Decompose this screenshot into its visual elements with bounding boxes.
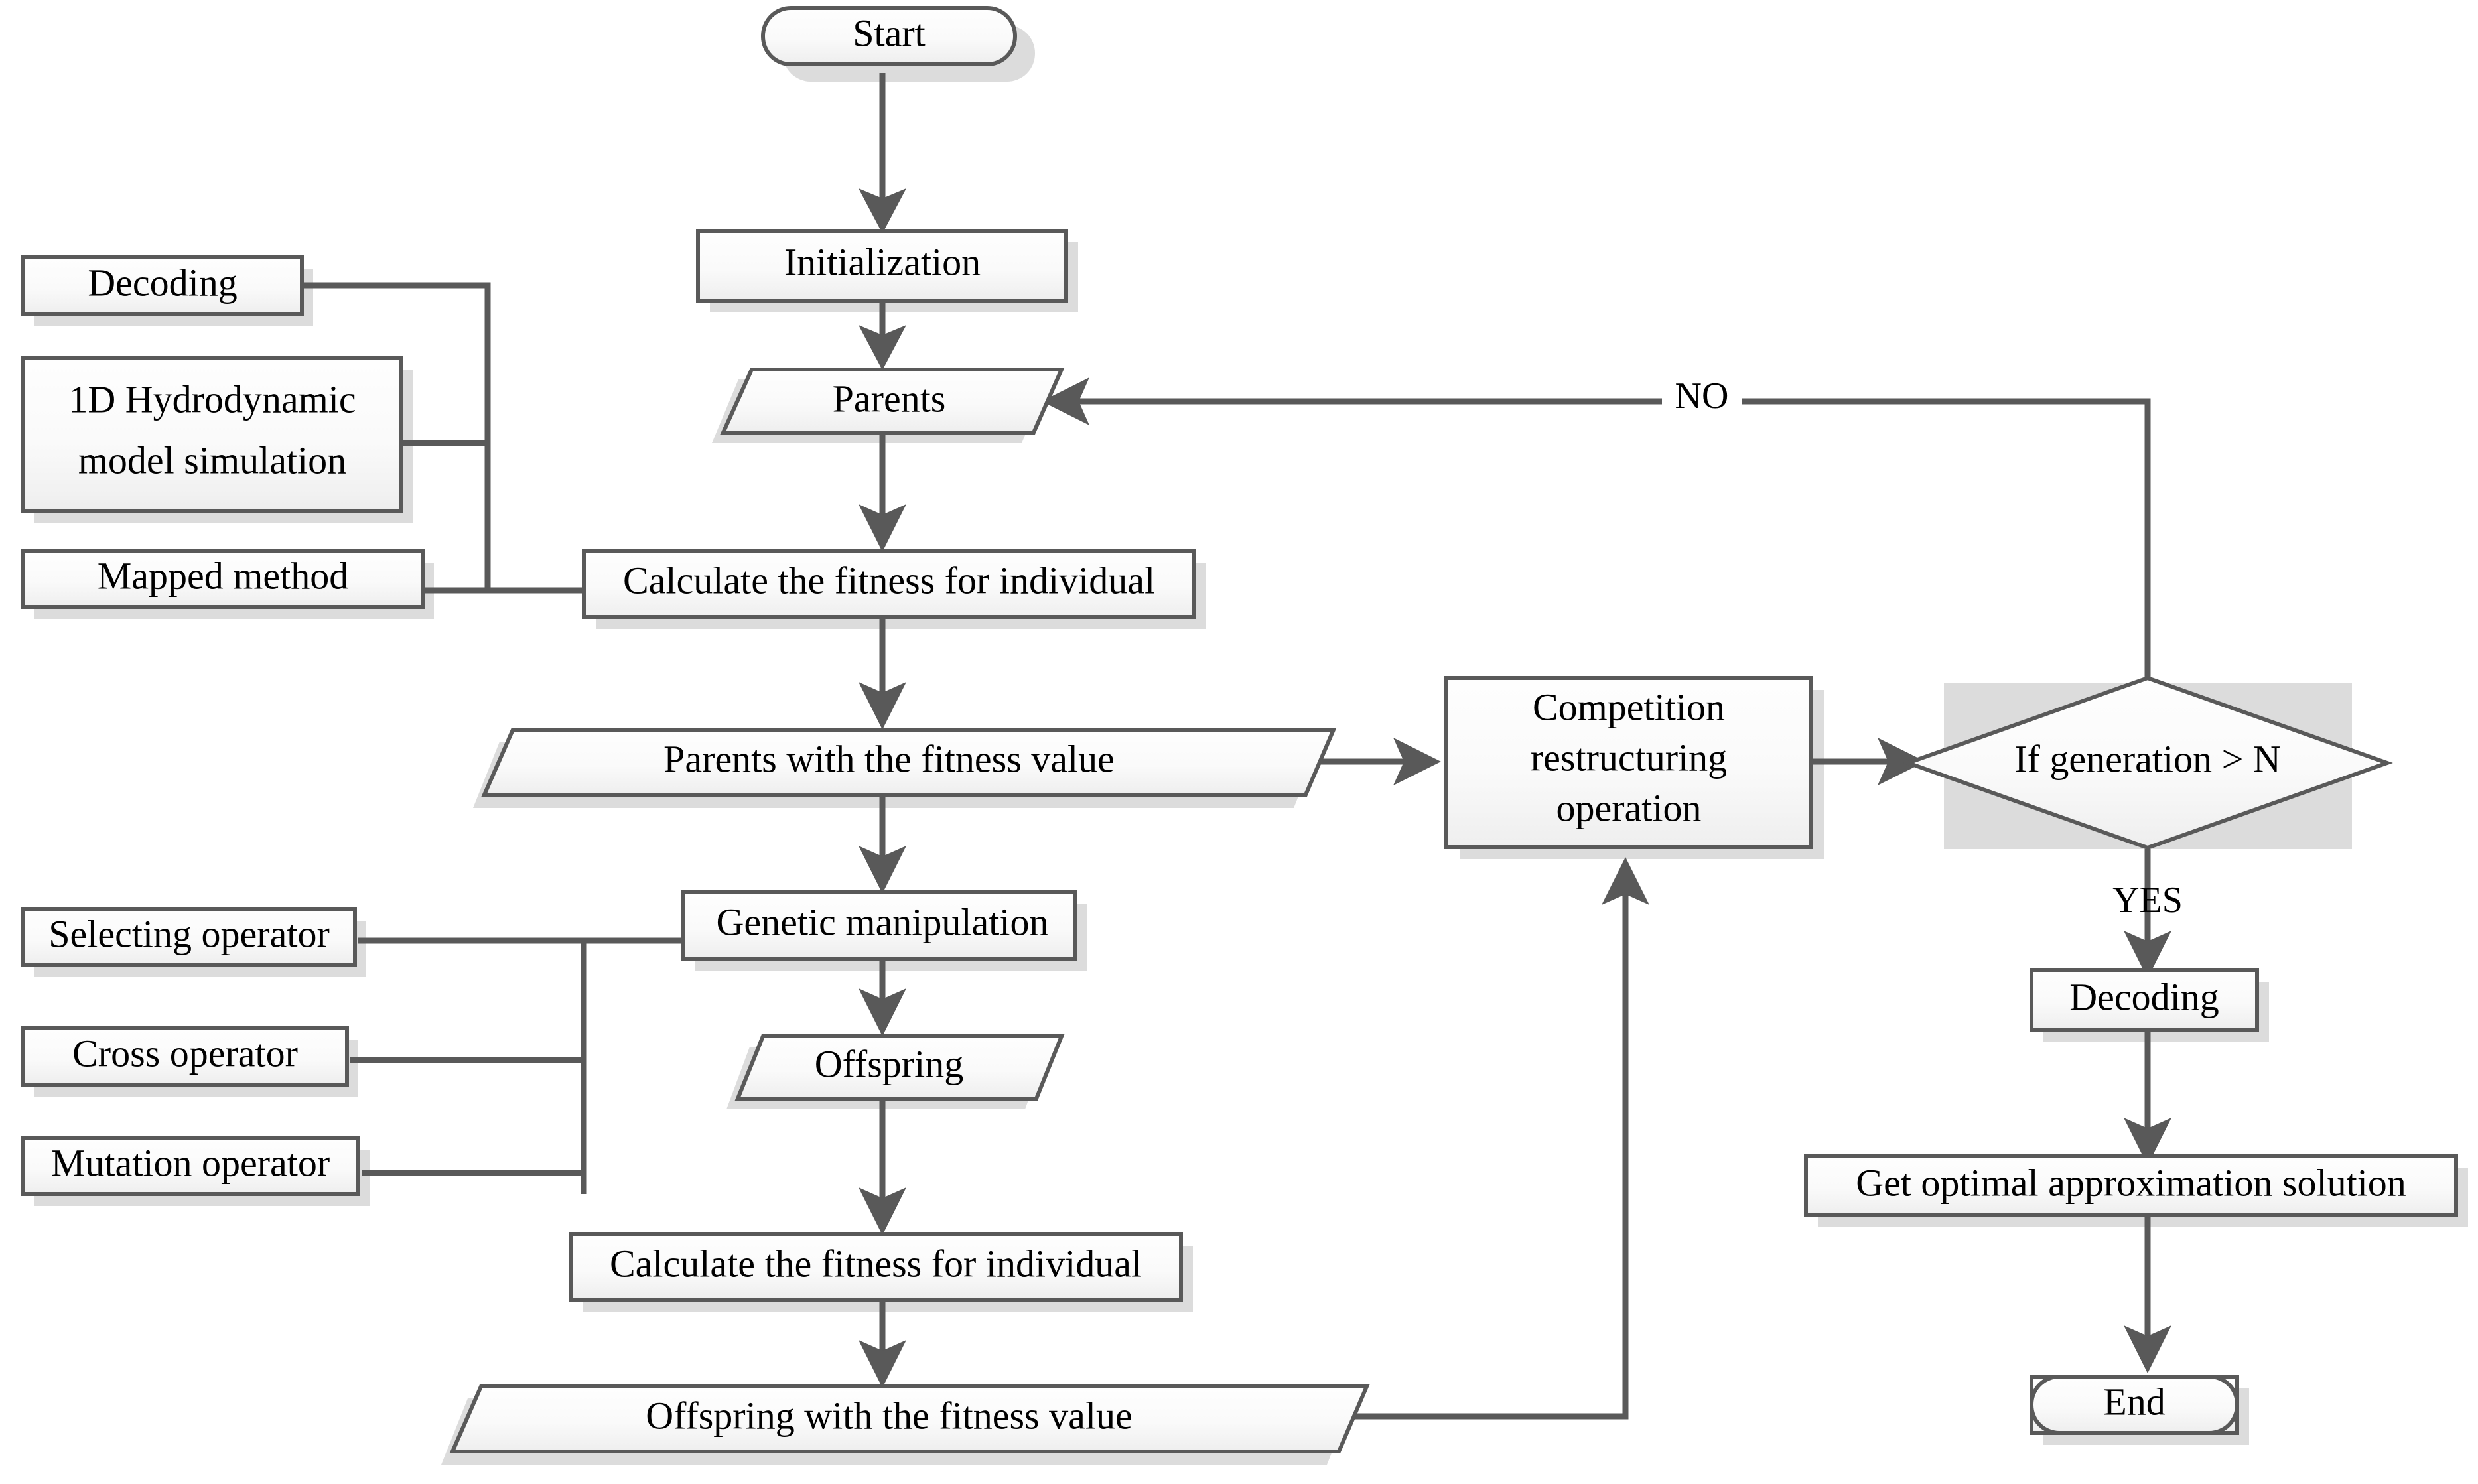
arrow-competition-to-decision: [1878, 738, 1925, 785]
edge-label-no-text: NO: [1675, 375, 1729, 417]
node-initialization[interactable]: [696, 229, 1068, 303]
node-start-label: Start: [853, 11, 926, 54]
arrow-start-to-initialization: [859, 188, 906, 234]
arrow-decoding-to-get-optimal: [2124, 1118, 2171, 1166]
node-calc-fitness-1[interactable]: [582, 549, 1196, 619]
node-parents[interactable]: [720, 368, 1065, 435]
node-operator-mutation[interactable]: [21, 1136, 360, 1196]
node-input-hydrodynamic[interactable]: [21, 356, 403, 513]
arrow-genetic-to-offspring: [859, 988, 906, 1036]
node-start[interactable]: [761, 6, 1017, 66]
node-decoding-output-label: Decoding: [2069, 975, 2219, 1018]
node-calc-fitness-2[interactable]: [569, 1232, 1183, 1302]
arrow-decision-yes-to-decoding: [2124, 931, 2171, 978]
node-decoding-output[interactable]: [2030, 968, 2259, 1032]
node-get-optimal-label: Get optimal approximation solution: [1856, 1161, 2406, 1204]
node-get-optimal[interactable]: [1804, 1154, 2458, 1217]
arrow-decision-no-to-parents: [1042, 377, 1089, 425]
node-genetic-manipulation[interactable]: [681, 890, 1077, 961]
arrow-parents-to-calc1: [859, 504, 906, 552]
node-competition[interactable]: [1444, 676, 1813, 849]
arrow-calc1-to-parents-fitness: [859, 682, 906, 730]
node-operator-selecting[interactable]: [21, 907, 357, 967]
node-competition-label-line-1: Competition: [1533, 685, 1725, 728]
arrow-offspring-to-calc2: [859, 1187, 906, 1235]
arrow-initialization-to-parents: [859, 325, 906, 370]
node-competition-label-line-3: operation: [1556, 786, 1701, 829]
node-end-label: End: [2103, 1380, 2165, 1423]
edge-offspring-fitness-to-competition: [1334, 889, 1629, 1420]
node-decision[interactable]: [1902, 675, 2393, 850]
arrow-get-optimal-to-end: [2124, 1325, 2171, 1373]
no-label-mask: [1662, 381, 1742, 419]
edge-label-yes: YES: [2112, 880, 2183, 921]
node-input-hydrodynamic-label-line-1: 1D Hydrodynamic: [68, 377, 356, 421]
node-offspring-fitness[interactable]: [449, 1384, 1370, 1453]
edge-decoding-left-to-bus: [302, 282, 491, 590]
node-operator-selecting-label: Selecting operator: [48, 912, 330, 955]
node-parents-fitness-label: Parents with the fitness value: [663, 737, 1115, 780]
arrow-offspring-fitness-to-competition: [1602, 857, 1649, 905]
node-genetic-manipulation-label: Genetic manipulation: [717, 900, 1049, 943]
arrow-parents-fitness-to-genetic: [859, 846, 906, 894]
node-calc-fitness-1-label: Calculate the fitness for individual: [623, 559, 1155, 602]
node-parents-label: Parents: [833, 377, 946, 420]
node-input-mapped-method[interactable]: [21, 549, 425, 609]
node-competition-label-line-2: restructuring: [1531, 736, 1727, 779]
node-operator-cross[interactable]: [21, 1026, 349, 1087]
node-decision-label: If generation > N: [2014, 737, 2281, 780]
edge-decision-no-to-parents: [1078, 398, 2151, 683]
node-input-hydrodynamic-label-line-2: model simulation: [78, 438, 346, 482]
arrow-calc2-to-offspring-fitness: [859, 1340, 906, 1388]
node-offspring-fitness-label: Offspring with the fitness value: [646, 1394, 1132, 1437]
node-operator-mutation-label: Mutation operator: [51, 1141, 330, 1184]
arrow-parents-fitness-to-competition: [1393, 738, 1441, 785]
node-offspring[interactable]: [734, 1034, 1065, 1101]
node-input-mapped-method-label: Mapped method: [98, 554, 349, 597]
edge-selecting-to-bus: [358, 937, 587, 1194]
node-parents-fitness[interactable]: [481, 728, 1337, 797]
node-offspring-label: Offspring: [815, 1042, 963, 1085]
node-input-decoding[interactable]: [21, 255, 304, 316]
node-input-decoding-label: Decoding: [88, 261, 238, 304]
node-end-rounded[interactable]: [2030, 1375, 2239, 1435]
node-operator-cross-label: Cross operator: [72, 1032, 298, 1075]
node-initialization-label: Initialization: [784, 240, 981, 283]
node-calc-fitness-2-label: Calculate the fitness for individual: [610, 1242, 1142, 1285]
